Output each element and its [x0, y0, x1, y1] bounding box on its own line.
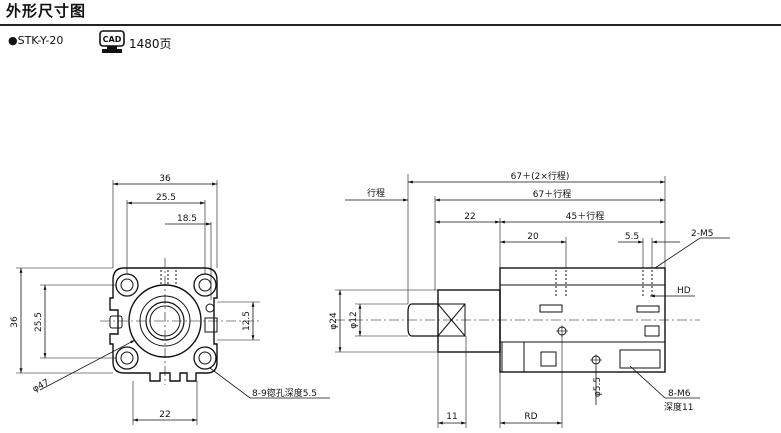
bolt-hole-bl-inner [120, 351, 134, 365]
front-side-port [205, 303, 215, 313]
rod-flat-cross-2 [437, 303, 466, 337]
dim-20: 20 [527, 232, 539, 242]
front-boss-mid [139, 295, 191, 347]
dim-11: 11 [446, 412, 457, 422]
dim-overall-mid: 67＋行程 [533, 188, 571, 200]
dim-dia-5-5: φ5.5 [593, 377, 603, 397]
dim-bottom-22: 22 [159, 410, 170, 420]
dim-height-36: 36 [10, 316, 20, 328]
guide-block-left [501, 341, 525, 373]
dim-rd: RD [524, 412, 537, 422]
body-slot-3 [644, 325, 660, 337]
bolt-hole-tr-inner [198, 278, 212, 292]
rod-end-flat [437, 303, 466, 337]
thread-depth: 深度11 [664, 401, 693, 413]
front-rod-outer [145, 301, 185, 341]
bolt-hole-br-inner [198, 351, 212, 365]
body-slot-1 [539, 304, 563, 313]
dim-5-5: 5.5 [625, 232, 639, 242]
dim-width-36: 36 [159, 174, 171, 184]
bolt-hole-tr-outer [193, 273, 217, 297]
title-divider [0, 24, 781, 26]
dim-width-25-5: 25.5 [156, 193, 176, 203]
thread-2-m5: 2-M5 [691, 229, 713, 239]
front-left-slot [109, 315, 123, 329]
dim-offset-18-5: 18.5 [177, 214, 197, 224]
cylinder-body [499, 267, 666, 373]
dim-dia-12: φ12 [349, 311, 359, 328]
dim-height-25-5: 25.5 [34, 312, 44, 332]
dim-overall-top: 67＋(2×行程) [511, 170, 570, 182]
cad-icon[interactable]: CAD [99, 30, 125, 54]
bolt-hole-tl-inner [120, 278, 134, 292]
note-counterbore-holes: 8-9锪孔深度5.5 [252, 387, 317, 399]
dim-stroke-left: 行程 [367, 187, 385, 199]
bolt-hole-tl-outer [115, 273, 139, 297]
body-slot-2 [636, 305, 660, 313]
side-view [335, 174, 730, 428]
guide-block-right [619, 349, 661, 369]
cad-label: CAD [103, 35, 122, 44]
piston-rod [407, 303, 438, 337]
dim-diameter-47: φ47 [31, 378, 51, 395]
bolt-hole-bl-outer [115, 346, 139, 370]
front-rod-inner [149, 305, 181, 337]
dim-dia-24: φ24 [329, 312, 339, 330]
page-title: 外形尺寸图 [6, 2, 87, 20]
front-view [16, 180, 330, 425]
bolt-hole-br-outer [193, 346, 217, 370]
front-boss-outer [128, 284, 202, 358]
dim-right-12-5: 12.5 [242, 311, 252, 331]
dim-hd: HD [677, 286, 691, 296]
rod-end-block [437, 289, 501, 353]
dim-22: 22 [464, 212, 475, 222]
dim-45-stroke: 45＋行程 [566, 210, 604, 222]
front-body-outline [109, 267, 218, 382]
front-right-port [204, 317, 218, 333]
guide-slot [540, 351, 557, 367]
thread-8-m6: 8-M6 [668, 389, 691, 399]
cad-page-reference[interactable]: 1480页 [129, 37, 172, 51]
model-number: ●STK-Y-20 [8, 34, 64, 47]
